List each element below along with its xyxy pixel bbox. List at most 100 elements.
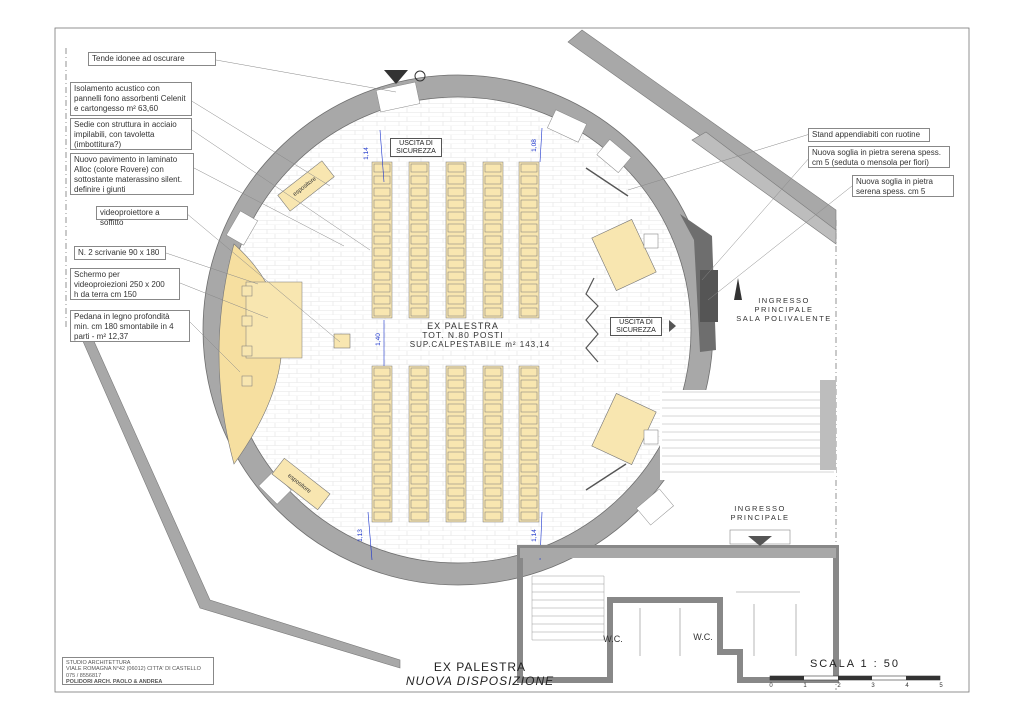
scale-tick-label: 1: [803, 683, 807, 689]
window-opening: [636, 488, 674, 526]
annotation-tende: Tende idonee ad oscurare: [88, 52, 216, 66]
seat: [373, 439, 391, 449]
wc-label-2: W.C.: [693, 632, 713, 642]
seat: [484, 391, 502, 401]
seat: [447, 295, 465, 305]
seat: [410, 499, 428, 509]
seat: [484, 511, 502, 521]
seat: [520, 295, 538, 305]
seat: [447, 451, 465, 461]
seat: [447, 247, 465, 257]
seat: [447, 439, 465, 449]
seat: [484, 475, 502, 485]
annotation-scrivanie: N. 2 scrivanie 90 x 180: [74, 246, 166, 260]
room-name: EX PALESTRA: [427, 321, 499, 331]
seat: [373, 271, 391, 281]
seat: [484, 247, 502, 257]
seat: [373, 391, 391, 401]
seat: [373, 247, 391, 257]
seat: [484, 403, 502, 413]
seat: [410, 283, 428, 293]
seat: [373, 463, 391, 473]
internal-stairs: [531, 575, 605, 641]
window-opening: [225, 210, 259, 246]
seat: [520, 379, 538, 389]
stage-table: [245, 281, 303, 359]
seat: [484, 235, 502, 245]
seat: [373, 379, 391, 389]
seat: [410, 427, 428, 437]
seat: [520, 451, 538, 461]
seat: [447, 163, 465, 173]
seat: [373, 367, 391, 377]
scale-tick-label: 3: [871, 683, 875, 689]
seat: [410, 223, 428, 233]
desk-chair: [643, 429, 659, 445]
exit-label-right: USCITA DI SICUREZZA: [610, 317, 662, 336]
scale-tick-label: 5: [939, 683, 943, 689]
side-wall: [820, 380, 836, 470]
window-opening: [547, 109, 587, 143]
seat: [520, 415, 538, 425]
seat: [520, 475, 538, 485]
sheet-frame: [54, 27, 970, 693]
seat: [373, 415, 391, 425]
exit-label-top: USCITA DI SICUREZZA: [390, 138, 442, 157]
entrance-door-panel: [700, 270, 718, 322]
seat: [447, 211, 465, 221]
seat: [410, 307, 428, 317]
seat: [447, 259, 465, 269]
wc-label-1: W.C.: [603, 634, 623, 644]
accessibility-icon: [414, 70, 426, 82]
dimension-4: 1,13: [356, 529, 364, 542]
seat: [484, 451, 502, 461]
seat: [520, 187, 538, 197]
desk-chair: [643, 233, 659, 249]
seat: [410, 463, 428, 473]
seat: [484, 199, 502, 209]
service-block-top-wall: [520, 548, 836, 558]
wc-partitions: [639, 591, 800, 656]
scale-bar: [769, 675, 941, 681]
seat: [447, 235, 465, 245]
annotation-pedana: Pedana in legno profondità min. cm 180 s…: [70, 310, 190, 342]
espositore-top: [277, 160, 335, 212]
annotation-pavimento: Nuovo pavimento in laminato Alloc (color…: [70, 153, 194, 195]
seat: [447, 499, 465, 509]
seat: [520, 427, 538, 437]
seat: [447, 511, 465, 521]
seat: [410, 259, 428, 269]
seat: [373, 307, 391, 317]
seat: [373, 187, 391, 197]
window-opening: [596, 138, 632, 174]
seat-blocks: [371, 161, 540, 523]
seat: [484, 211, 502, 221]
scale-label: SCALA 1 : 50: [809, 658, 901, 670]
seat: [373, 487, 391, 497]
seat: [484, 367, 502, 377]
seat: [447, 223, 465, 233]
external-steps: [662, 391, 834, 473]
seat: [447, 427, 465, 437]
coat-stand: [585, 463, 627, 491]
seat: [373, 475, 391, 485]
seat: [520, 283, 538, 293]
seat: [410, 175, 428, 185]
seat: [447, 283, 465, 293]
dimension-3: 1,40: [374, 333, 382, 346]
seat: [484, 499, 502, 509]
scale-tick-label: 2: [837, 683, 841, 689]
seat: [520, 487, 538, 497]
projector: [333, 333, 351, 349]
entry-arrow-icon: [734, 278, 742, 300]
seat: [520, 223, 538, 233]
seat: [520, 391, 538, 401]
seat: [373, 427, 391, 437]
seat: [447, 187, 465, 197]
seat: [447, 475, 465, 485]
seat: [520, 259, 538, 269]
annotation-soglia-spess: Nuova soglia in pietra serena spess. cm …: [808, 146, 950, 168]
seat: [410, 187, 428, 197]
room-area: SUP.CALPESTABILE m² 143,14: [409, 340, 551, 349]
